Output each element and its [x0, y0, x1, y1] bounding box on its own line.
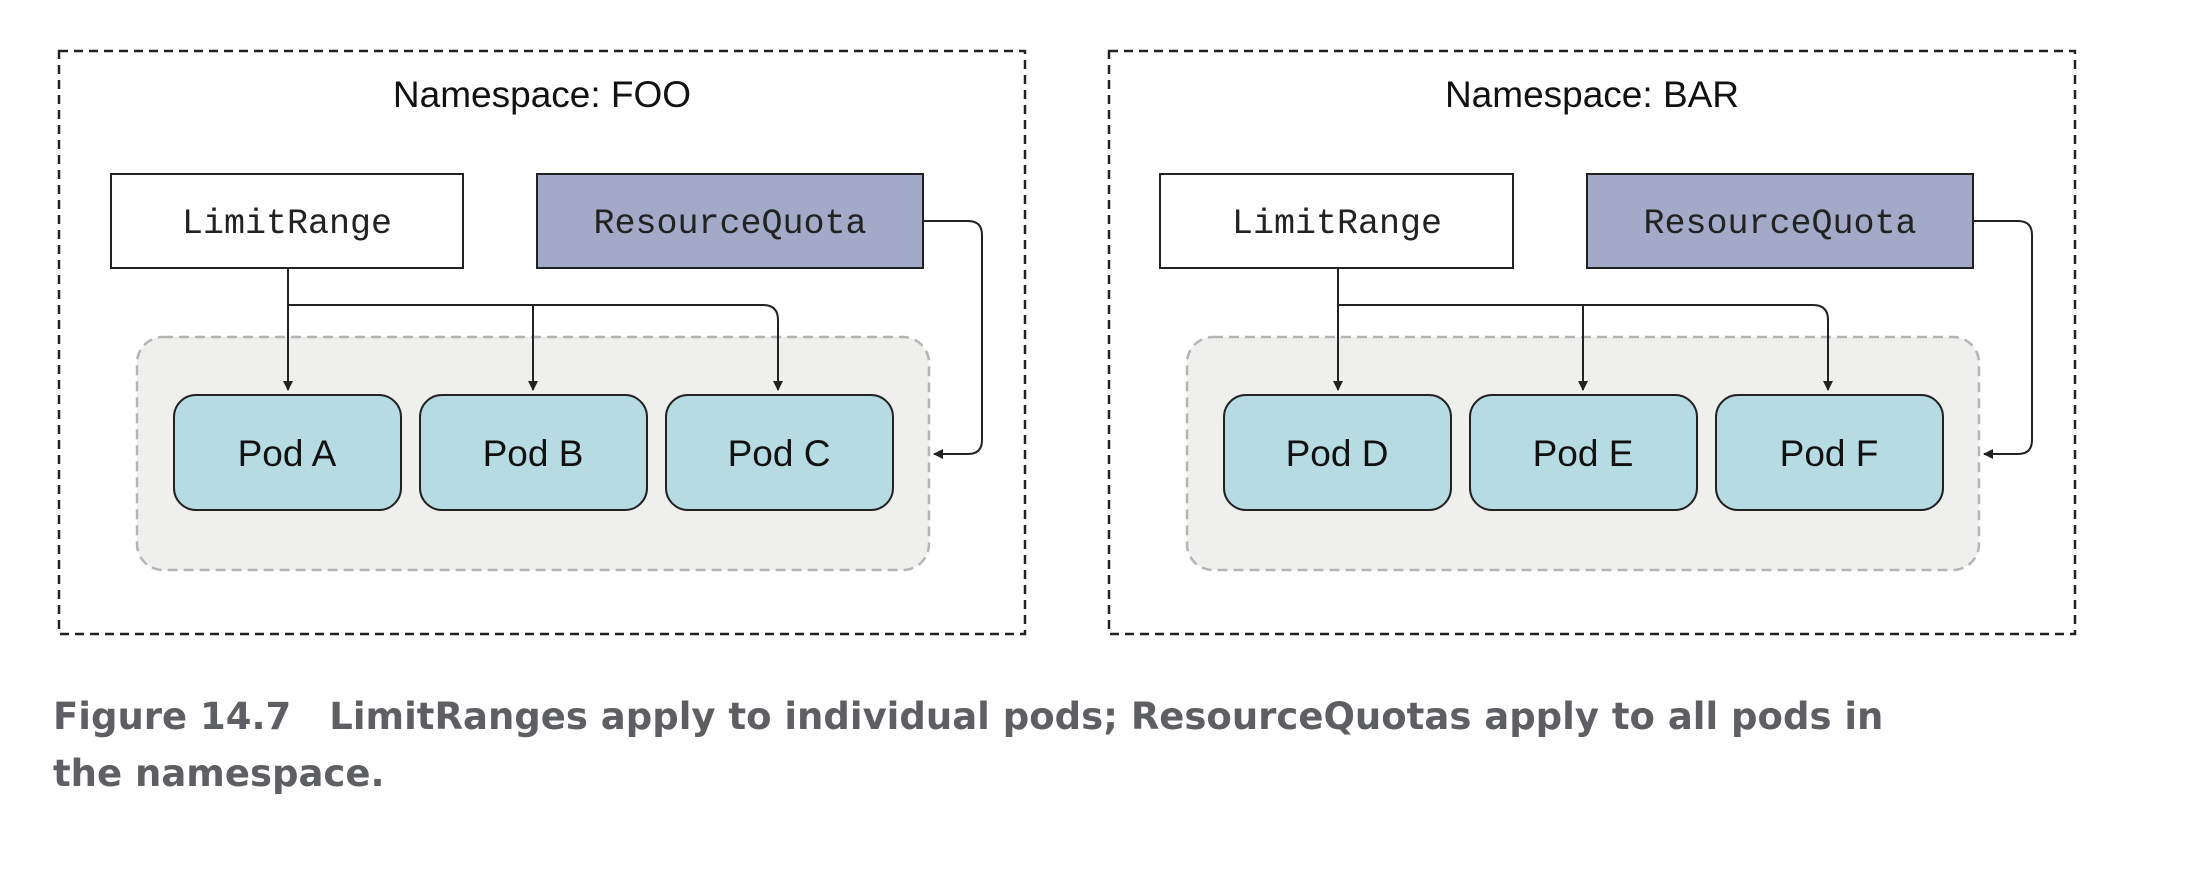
pod-b: Pod B — [419, 394, 648, 511]
resourcequota-foo-label: ResourceQuota — [593, 204, 866, 244]
resourcequota-bar-arrow — [1973, 220, 2033, 459]
limitrange-foo: LimitRange — [110, 173, 464, 269]
pod-a-label: Pod A — [238, 433, 337, 474]
pod-c-label: Pod C — [728, 433, 831, 474]
resourcequota-foo: ResourceQuota — [536, 173, 924, 269]
pod-a: Pod A — [173, 394, 402, 511]
pod-f: Pod F — [1715, 394, 1944, 511]
namespace-foo: Namespace: FOO LimitRange ResourceQuota … — [57, 49, 1027, 636]
pod-e-label: Pod E — [1533, 433, 1634, 474]
pod-e: Pod E — [1469, 394, 1698, 511]
pod-c: Pod C — [665, 394, 894, 511]
limitrange-foo-connectors — [283, 268, 783, 391]
namespace-bar: Namespace: BAR LimitRange ResourceQuota … — [1107, 49, 2077, 636]
pod-d: Pod D — [1223, 394, 1452, 511]
figure-caption-text: LimitRanges apply to individual pods; Re… — [53, 695, 1884, 795]
namespace-bar-title: Namespace: BAR — [1445, 74, 1739, 115]
namespace-foo-border — [57, 49, 1027, 636]
namespace-foo-title: Namespace: FOO — [393, 74, 691, 115]
limitrange-bar-label: LimitRange — [1232, 204, 1442, 244]
limitrange-bar-connectors — [1333, 268, 1833, 391]
figure-number: Figure 14.7 — [53, 695, 292, 738]
resourcequota-foo-arrow — [923, 220, 983, 459]
resourcequota-bar-label: ResourceQuota — [1643, 204, 1916, 244]
pod-b-label: Pod B — [483, 433, 584, 474]
namespace-bar-border — [1107, 49, 2077, 636]
limitrange-foo-branch — [288, 304, 783, 391]
pod-d-label: Pod D — [1286, 433, 1389, 474]
limitrange-bar: LimitRange — [1159, 173, 1514, 269]
limitrange-bar-branch — [1338, 304, 1833, 391]
pod-f-label: Pod F — [1780, 433, 1879, 474]
limitrange-foo-label: LimitRange — [182, 204, 392, 244]
resourcequota-bar: ResourceQuota — [1586, 173, 1974, 269]
